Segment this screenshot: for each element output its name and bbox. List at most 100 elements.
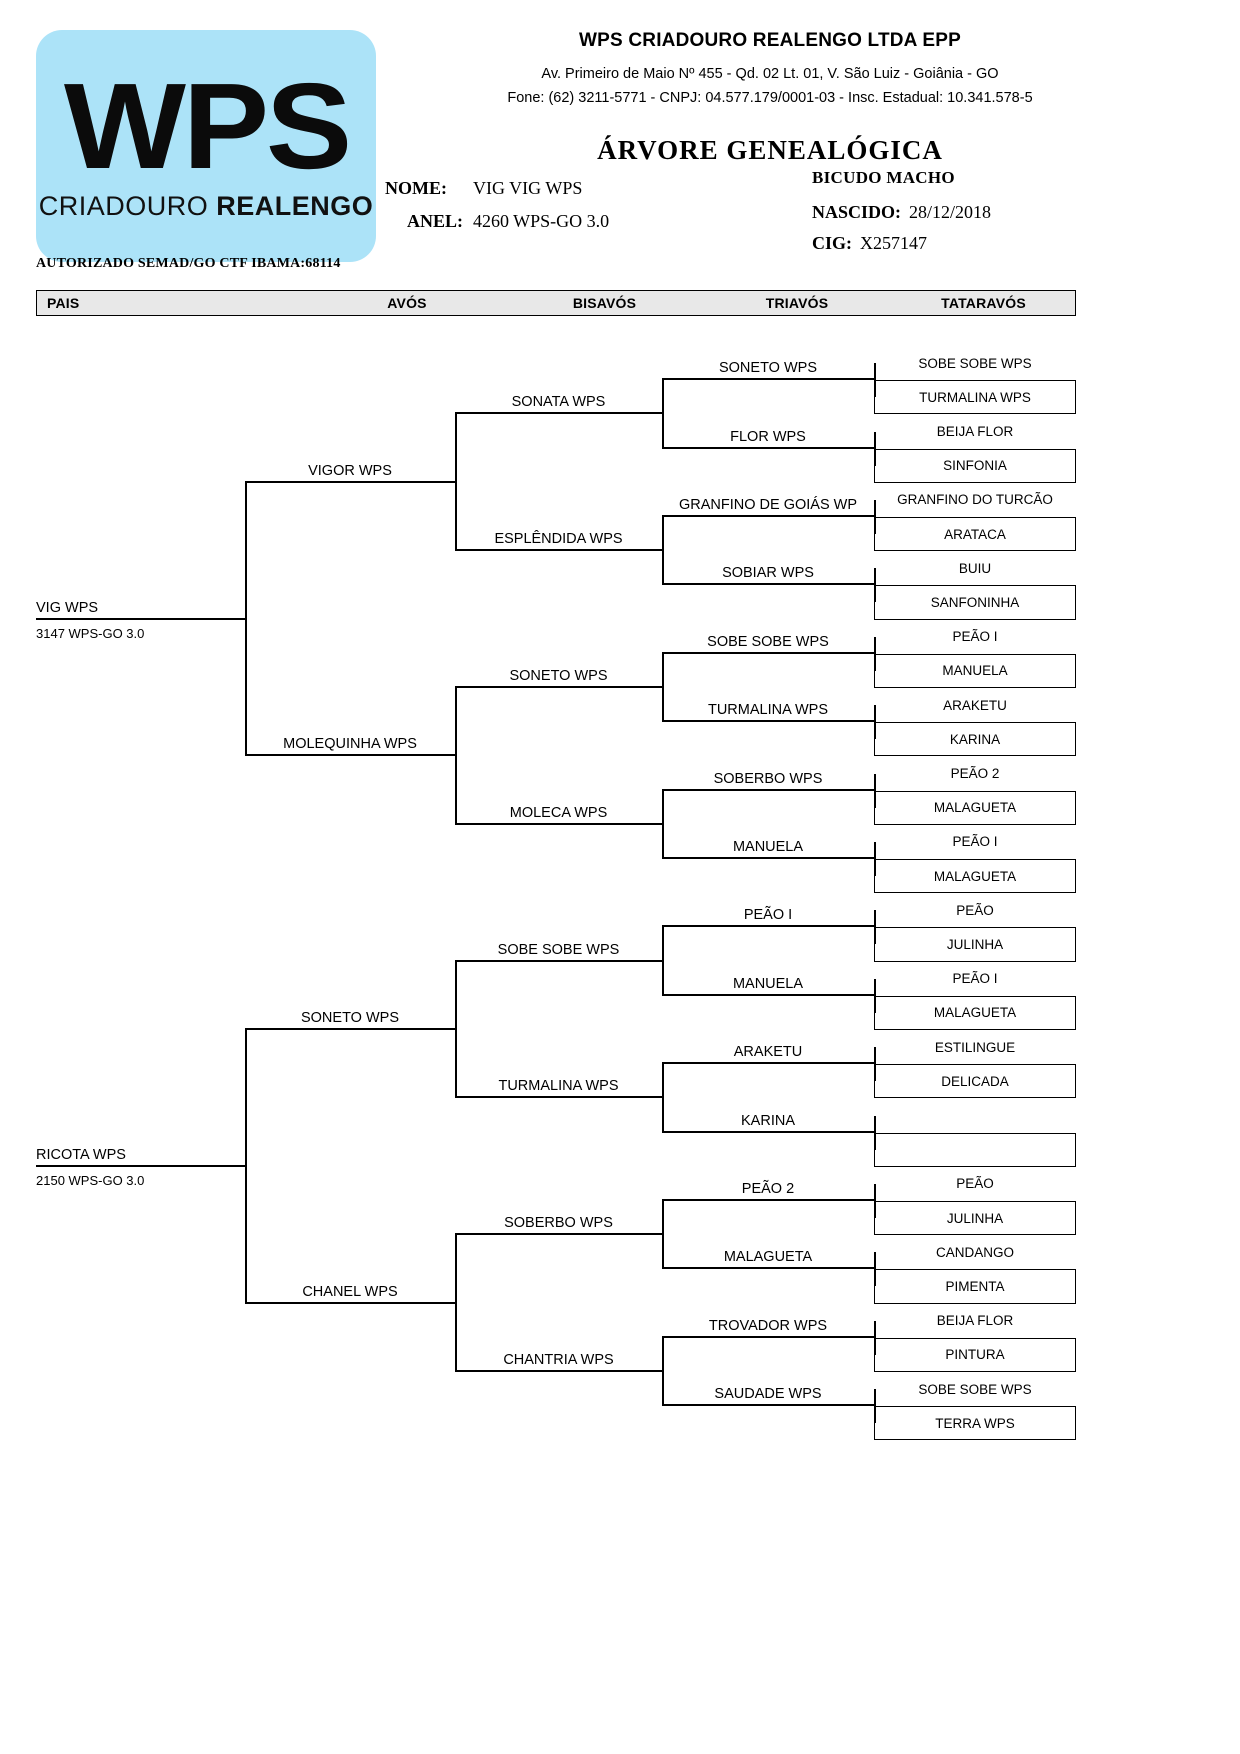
pedigree-node-triavos: TURMALINA WPS [662,692,874,723]
pedigree-node-label: GRANFINO DE GOIÁS WP [678,497,858,513]
pedigree-node-tataravos: PIMENTA [874,1269,1076,1304]
connector-vertical [874,568,876,603]
pedigree-node-triavos: MANUELA [662,966,874,996]
pedigree-node-bisavos: SOBERBO WPS [455,1205,662,1236]
pedigree-node-label: SOBE SOBE WPS [707,633,829,650]
pedigree-node-tataravos: PEÃO [956,1176,994,1192]
connector-vertical [662,1337,664,1407]
connector-horizontal [36,617,245,620]
connector-horizontal [662,651,874,654]
connector-horizontal [662,857,874,859]
pedigree-node-tataravos [874,1098,1076,1132]
pedigree-node-tataravos: TURMALINA WPS [874,380,1076,415]
pedigree-node-pais: RICOTA WPS [36,1137,245,1167]
connector-vertical [874,1389,876,1424]
pedigree-node-avos: CHANEL WPS [245,1274,455,1304]
pedigree-node-triavos: SOBERBO WPS [662,761,874,791]
pedigree-node-label: CHANTRIA WPS [503,1352,614,1368]
connector-horizontal [245,1301,455,1304]
connector-vertical [455,688,457,825]
pedigree-node-triavos: KARINA [662,1103,874,1133]
connector-vertical [874,1047,876,1082]
pedigree-ring-number: 3147 WPS-GO 3.0 [36,625,145,641]
authorization-text: AUTORIZADO SEMAD/GO CTF IBAMA:68114 [36,256,341,271]
pedigree-node-label: MANUELA [732,839,804,855]
subject-nome-value: VIG VIG WPS [473,178,583,198]
connector-horizontal [455,1096,662,1099]
pedigree-node-label: SOBIAR WPS [722,565,814,582]
pedigree-node-triavos: PEÃO I [662,897,874,928]
logo-subtitle-bold: REALENGO [216,190,374,221]
logo-subtitle: CRIADOURO REALENGO [39,191,374,222]
pedigree-node-label: SONETO WPS [509,668,608,684]
pedigree-node-tataravos: MALAGUETA [874,995,1076,1030]
pedigree-node-tataravos: PEÃO [956,902,994,918]
pedigree-node-tataravos: ARATACA [874,517,1076,552]
pedigree-node-pais: VIG WPS [36,590,245,620]
connector-vertical [455,414,457,552]
pedigree-node-tataravos: BUIU [958,560,992,576]
pedigree-node-tataravos: GRANFINO DO TURCÃO [897,492,1053,508]
connector-horizontal [455,686,662,688]
connector-horizontal [662,720,874,723]
connector-vertical [874,1252,876,1287]
pedigree-node-avos: MOLEQUINHA WPS [245,726,455,757]
pedigree-node-triavos: PEÃO 2 [662,1171,874,1201]
company-address: Av. Primeiro de Maio Nº 455 - Qd. 02 Lt.… [541,66,999,82]
connector-horizontal [662,446,874,449]
pedigree-node-label: PEÃO 2 [741,1181,795,1197]
pedigree-node-tataravos: PEÃO I [952,971,998,987]
pedigree-node-tataravos: MALAGUETA [874,859,1076,894]
pedigree-node-label: SONETO WPS [300,1010,400,1026]
company-name: WPS CRIADOURO REALENGO LTDA EPP [579,30,961,51]
company-contact: Fone: (62) 3211-5771 - CNPJ: 04.577.179/… [507,90,1033,106]
pedigree-node-label: KARINA [741,1112,795,1129]
pedigree-node-triavos: TROVADOR WPS [662,1308,874,1338]
connector-horizontal [662,1062,874,1065]
connector-vertical [874,841,876,877]
pedigree-node-label: SAUDADE WPS [714,1386,822,1403]
pedigree-node-tataravos: PEÃO I [952,629,998,645]
connector-horizontal [245,480,455,483]
connector-horizontal [662,378,874,381]
pedigree-node-triavos: ARAKETU [662,1034,874,1065]
connector-horizontal [662,583,874,586]
column-header-triavos: TRIAVÓS [765,295,829,311]
pedigree-node-label: SOBERBO WPS [504,1215,613,1232]
pedigree-node-label: TURMALINA WPS [707,702,829,719]
connector-horizontal [662,993,874,996]
pedigree-node-tataravos: SOBE SOBE WPS [918,355,1032,371]
pedigree-node-triavos: SAUDADE WPS [662,1376,874,1407]
pedigree-node-bisavos: SONATA WPS [455,384,662,415]
subject-nascido-value: 28/12/2018 [909,202,992,222]
pedigree-node-label: VIGOR WPS [308,462,392,479]
subject-anel-label: ANEL: [406,211,463,231]
connector-horizontal [245,1028,455,1030]
pedigree-node-bisavos: SONETO WPS [455,658,662,688]
pedigree-node-avos: VIGOR WPS [245,453,455,483]
connector-horizontal [662,1335,874,1338]
pedigree-node-tataravos: PEÃO 2 [950,765,1000,781]
pedigree-node-label: TURMALINA WPS [498,1078,619,1095]
document-header: WPS CRIADOURO REALENGO WPS CRIADOURO REA… [0,0,1240,316]
column-header-avos: AVÓS [387,295,427,311]
pedigree-node-label: PEÃO I [743,907,793,924]
page-title: ÁRVORE GENEALÓGICA [597,135,943,165]
connector-horizontal [662,1267,874,1270]
connector-vertical [662,790,664,859]
pedigree-node-tataravos: JULINHA [874,927,1076,962]
pedigree-node-bisavos: MOLECA WPS [455,795,662,825]
connector-horizontal [36,1164,245,1167]
subject-nome-row: NOME:VIG VIG WPS [385,178,609,199]
connector-vertical [662,380,664,449]
connector-vertical [874,431,876,466]
pedigree-node-triavos: SONETO WPS [662,350,874,381]
pedigree-node-label: TROVADOR WPS [708,1317,828,1334]
connector-horizontal [662,925,874,928]
connector-horizontal [455,959,662,962]
connector-vertical [662,1201,664,1270]
connector-vertical [662,653,664,723]
pedigree-node-tataravos: PINTURA [874,1337,1076,1372]
pedigree-node-tataravos: DELICADA [874,1064,1076,1099]
connector-horizontal [662,788,874,791]
